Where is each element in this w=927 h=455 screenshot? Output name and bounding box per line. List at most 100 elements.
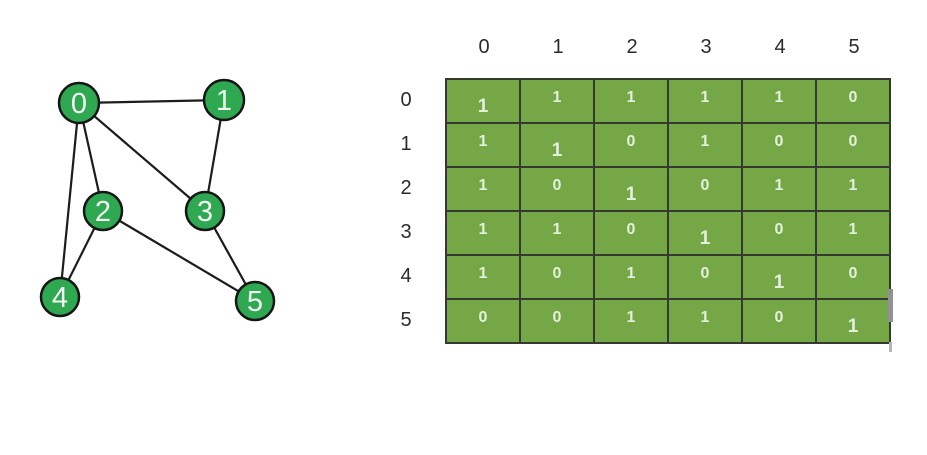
matrix-cell-value: 0 <box>700 265 710 282</box>
matrix-cell-1-3: 1 <box>669 124 741 166</box>
matrix-cell-value: 0 <box>552 309 562 326</box>
matrix-row-headers: 0 1 2 3 4 5 <box>390 78 422 342</box>
matrix-cell-3-4: 0 <box>743 212 815 254</box>
matrix-cell-5-4: 0 <box>743 300 815 342</box>
matrix-cell-0-1: 1 <box>521 80 593 122</box>
matrix-cell-4-2: 1 <box>595 256 667 298</box>
matrix-cell-3-5: 1 <box>817 212 889 254</box>
matrix-cell-3-1: 1 <box>521 212 593 254</box>
matrix-cell-5-3: 1 <box>669 300 741 342</box>
matrix-cell-2-1: 0 <box>521 168 593 210</box>
matrix-cell-value: 0 <box>552 265 562 282</box>
matrix-cell-value: 0 <box>848 133 858 150</box>
matrix-cell-value: 1 <box>625 184 637 205</box>
matrix-cell-value: 1 <box>847 316 859 337</box>
matrix-cell-4-0: 1 <box>447 256 519 298</box>
matrix-cell-value: 1 <box>626 265 636 282</box>
graph-node-label-1: 1 <box>216 85 232 117</box>
matrix-cell-2-4: 1 <box>743 168 815 210</box>
matrix-cell-value: 1 <box>700 89 710 106</box>
graph-node-label-5: 5 <box>247 286 263 318</box>
matrix-row-header-5: 5 <box>400 309 412 331</box>
matrix-cell-value: 0 <box>848 89 858 106</box>
matrix-cell-2-3: 0 <box>669 168 741 210</box>
matrix-cell-1-4: 0 <box>743 124 815 166</box>
graph-node-1 <box>202 78 246 122</box>
matrix-cell-5-1: 0 <box>521 300 593 342</box>
matrix-cell-value: 1 <box>773 272 785 293</box>
matrix-cell-0-0: 1 <box>447 80 519 122</box>
matrix-cell-value: 0 <box>774 133 784 150</box>
matrix-cell-value: 1 <box>478 265 488 282</box>
matrix-cell-value: 1 <box>478 133 488 150</box>
matrix-cell-value: 1 <box>626 309 636 326</box>
matrix-cell-value: 1 <box>626 89 636 106</box>
matrix-cell-5-0: 0 <box>447 300 519 342</box>
matrix-cell-value: 1 <box>774 89 784 106</box>
matrix-cell-value: 1 <box>848 221 858 238</box>
matrix-cell-value: 0 <box>774 221 784 238</box>
matrix-cell-value: 0 <box>774 309 784 326</box>
matrix-cell-3-0: 1 <box>447 212 519 254</box>
matrix-cell-4-4: 1 <box>743 256 815 298</box>
matrix-cell-value: 1 <box>699 228 711 249</box>
matrix-cell-2-2: 1 <box>595 168 667 210</box>
matrix-cell-value: 0 <box>626 133 636 150</box>
matrix-cell-value: 0 <box>478 309 488 326</box>
matrix-col-header-2: 2 <box>626 36 638 58</box>
graph-node-label-0: 0 <box>71 88 87 120</box>
matrix-col-header-0: 0 <box>478 36 490 58</box>
matrix-cell-value: 1 <box>478 221 488 238</box>
matrix-cell-value: 1 <box>700 133 710 150</box>
matrix-cell-4-3: 0 <box>669 256 741 298</box>
matrix-cell-5-2: 1 <box>595 300 667 342</box>
matrix-row-header-2: 2 <box>400 177 412 199</box>
matrix-cell-4-5: 0 <box>817 256 889 298</box>
matrix-cell-2-0: 1 <box>447 168 519 210</box>
graph-node-5 <box>234 280 276 322</box>
matrix-cell-value: 1 <box>477 96 489 117</box>
graph-node-3 <box>184 190 226 232</box>
matrix-row-header-3: 3 <box>400 221 412 243</box>
matrix-cell-4-1: 0 <box>521 256 593 298</box>
graph-node-0 <box>57 81 101 125</box>
matrix-cell-2-5: 1 <box>817 168 889 210</box>
matrix-cell-value: 1 <box>700 309 710 326</box>
matrix-row-header-1: 1 <box>400 133 412 155</box>
matrix-col-header-1: 1 <box>552 36 564 58</box>
matrix-cell-value: 1 <box>478 177 488 194</box>
graph-node-label-2: 2 <box>95 196 111 228</box>
matrix-cell-5-5: 1 <box>817 300 889 342</box>
matrix-col-header-3: 3 <box>700 36 712 58</box>
graph-edge-0-1 <box>78 98 225 105</box>
matrix-cell-1-2: 0 <box>595 124 667 166</box>
text-cursor-artifact <box>888 289 893 322</box>
matrix-cell-value: 1 <box>551 140 563 161</box>
matrix-cell-value: 1 <box>774 177 784 194</box>
resize-handle-artifact <box>889 342 892 352</box>
matrix-cell-3-3: 1 <box>669 212 741 254</box>
matrix-cell-value: 0 <box>626 221 636 238</box>
matrix-cell-value: 1 <box>848 177 858 194</box>
matrix-col-header-4: 4 <box>774 36 786 58</box>
matrix-cell-0-5: 0 <box>817 80 889 122</box>
adjacency-matrix: 1 1 1 1 1 0 1 1 0 1 0 0 1 0 1 0 1 1 1 1 0 1 0 1 1 0 1 0 1 0 0 0 1 1 0 1 <box>445 78 891 344</box>
matrix-cell-0-4: 1 <box>743 80 815 122</box>
matrix-cell-1-5: 0 <box>817 124 889 166</box>
matrix-row-header-4: 4 <box>400 265 412 287</box>
matrix-cell-1-0: 1 <box>447 124 519 166</box>
graph-node-2 <box>82 190 124 232</box>
matrix-cell-3-2: 0 <box>595 212 667 254</box>
matrix-cell-value: 1 <box>552 221 562 238</box>
matrix-col-header-5: 5 <box>848 36 860 58</box>
matrix-cell-value: 0 <box>552 177 562 194</box>
matrix-cell-1-1: 1 <box>521 124 593 166</box>
graph-edge-2-5 <box>102 210 256 302</box>
matrix-row-header-0: 0 <box>400 89 412 111</box>
matrix-column-headers: 0 1 2 3 4 5 <box>447 34 891 60</box>
matrix-cell-value: 1 <box>552 89 562 106</box>
matrix-cell-0-2: 1 <box>595 80 667 122</box>
graph-node-label-3: 3 <box>197 196 213 228</box>
